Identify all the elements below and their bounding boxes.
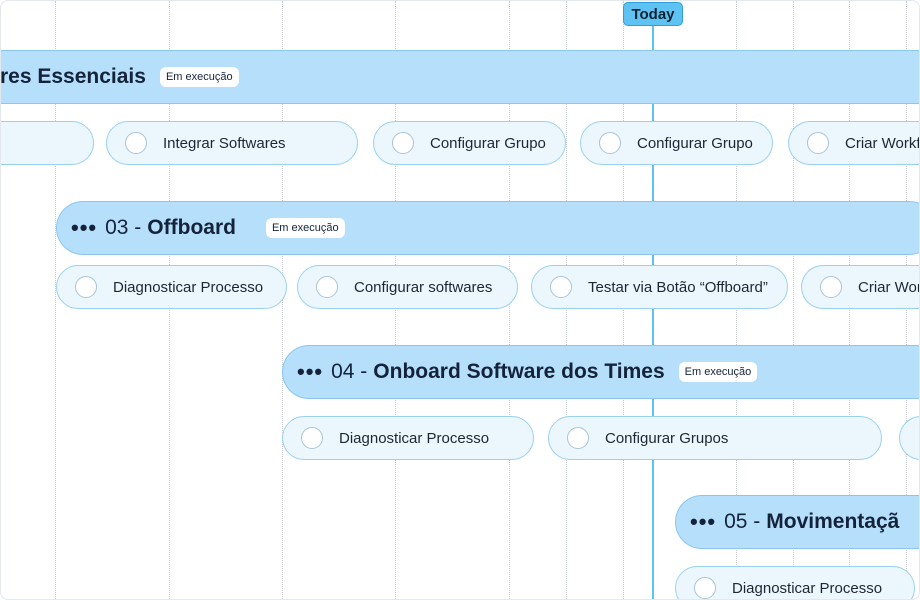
phase-bar-offboard[interactable]: ••• 03 - Offboard Em execução <box>56 201 919 255</box>
task-label: Diagnosticar Processo <box>113 278 264 296</box>
today-marker[interactable]: Today <box>623 2 683 26</box>
task-card[interactable]: Diagnosticar Processo <box>56 265 287 309</box>
task-card[interactable]: Configurar Grupos <box>548 416 882 460</box>
status-badge: Em execução <box>265 218 345 238</box>
checkbox-circle-icon[interactable] <box>599 132 621 154</box>
checkbox-circle-icon[interactable] <box>820 276 842 298</box>
task-label: Configurar softwares <box>354 278 493 296</box>
task-card[interactable]: Integrar Softwares <box>106 121 358 165</box>
more-options-icon[interactable]: ••• <box>690 509 717 534</box>
phase-title: Offboard <box>147 216 236 239</box>
task-label: Diagnosticar Processo <box>732 579 883 597</box>
today-line <box>652 23 654 599</box>
phase-number: 04 - <box>331 360 368 383</box>
checkbox-circle-icon[interactable] <box>550 276 572 298</box>
phase-title: Onboard Software dos Times <box>373 360 665 383</box>
checkbox-circle-icon[interactable] <box>567 427 589 449</box>
task-card[interactable]: Configurar Grupo <box>373 121 566 165</box>
phase-title: Movimentaçã <box>766 510 900 533</box>
phase-title: res Essenciais <box>0 65 146 88</box>
checkbox-circle-icon[interactable] <box>392 132 414 154</box>
task-card[interactable]: Testar via Botão “Offboard” <box>531 265 788 309</box>
task-label: Configurar Grupo <box>430 134 546 152</box>
task-label: Diagnosticar Processo <box>339 429 490 447</box>
grid-line <box>55 1 56 599</box>
checkbox-circle-icon[interactable] <box>807 132 829 154</box>
task-label: Configurar Grupos <box>605 429 729 447</box>
task-card[interactable]: Configurar softwares <box>297 265 518 309</box>
phase-bar-essenciais[interactable]: res Essenciais Em execução <box>0 50 919 104</box>
task-label: Criar Wor <box>858 278 920 296</box>
task-label: Integrar Softwares <box>163 134 286 152</box>
checkbox-circle-icon[interactable] <box>75 276 97 298</box>
task-label: Configurar Grupo <box>637 134 753 152</box>
task-card[interactable]: Criar Wor <box>801 265 920 309</box>
task-card[interactable] <box>1 121 94 165</box>
checkbox-circle-icon[interactable] <box>694 577 716 599</box>
task-label: Testar via Botão “Offboard” <box>588 278 768 296</box>
phase-bar-onboard[interactable]: ••• 04 - Onboard Software dos Times Em e… <box>282 345 919 399</box>
status-badge: Em execução <box>678 362 758 382</box>
more-options-icon[interactable]: ••• <box>71 215 98 240</box>
task-label: Criar Workf <box>845 134 920 152</box>
task-card[interactable]: Diagnosticar Processo <box>282 416 534 460</box>
task-card[interactable] <box>899 416 919 460</box>
status-badge: Em execução <box>159 67 239 87</box>
task-card[interactable]: Criar Workf <box>788 121 920 165</box>
checkbox-circle-icon[interactable] <box>125 132 147 154</box>
phase-number: 05 - <box>724 510 761 533</box>
task-card[interactable]: Diagnosticar Processo <box>675 566 915 599</box>
phase-bar-movimentacao[interactable]: ••• 05 - Movimentaçã <box>675 495 919 549</box>
more-options-icon[interactable]: ••• <box>297 359 324 384</box>
checkbox-circle-icon[interactable] <box>316 276 338 298</box>
grid-line <box>793 1 794 599</box>
checkbox-circle-icon[interactable] <box>301 427 323 449</box>
task-card[interactable]: Configurar Grupo <box>580 121 773 165</box>
phase-number: 03 - <box>105 216 142 239</box>
